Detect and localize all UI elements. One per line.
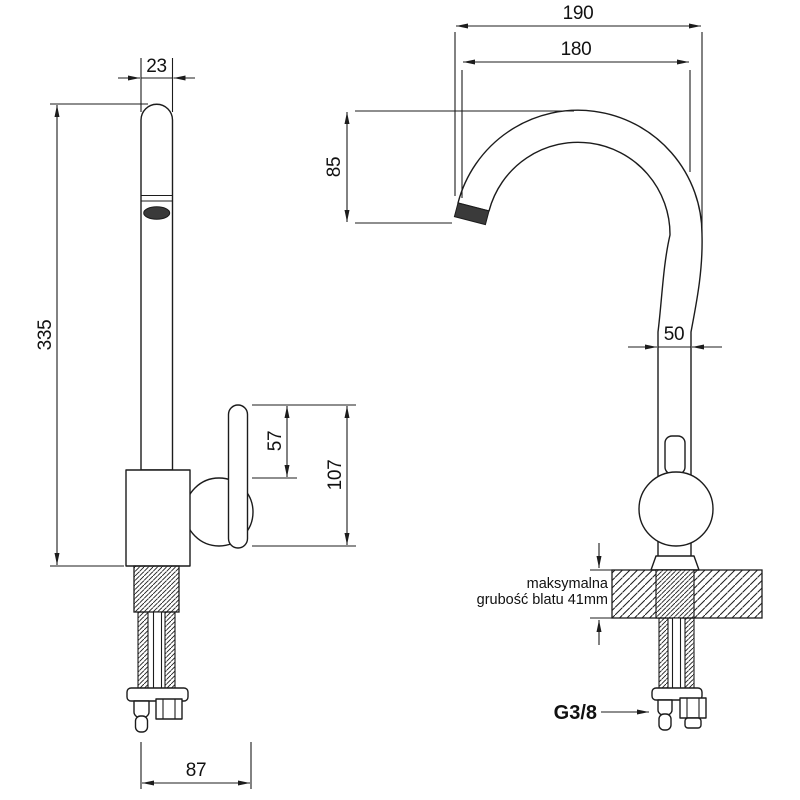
base-flare xyxy=(650,555,700,571)
slab-ticks xyxy=(590,569,614,619)
ext-lines-190 xyxy=(454,32,703,228)
nut-lower xyxy=(684,717,702,729)
right-view xyxy=(453,109,763,731)
ext-lines-87 xyxy=(140,742,252,789)
ext-lines-180 xyxy=(461,70,691,198)
threaded-stem xyxy=(133,565,180,613)
mounting-stud-left xyxy=(137,611,149,689)
stud-right xyxy=(684,617,695,689)
right-view-dimensions: 190 180 85 50 maksymalna grubość blatu 4… xyxy=(324,3,722,724)
supply-hose xyxy=(152,611,163,689)
faucet-body xyxy=(125,469,191,567)
countertop-note-line2: grubość blatu 41mm xyxy=(477,592,608,608)
aerator-tip-icon xyxy=(453,202,490,226)
spout-seam-lines xyxy=(141,194,173,202)
ext-lines-335 xyxy=(50,103,148,567)
fitting xyxy=(657,699,673,717)
washer xyxy=(651,687,703,701)
dim-reach-outer: 190 xyxy=(563,3,594,24)
dim-spout-width: 23 xyxy=(146,56,167,77)
ext-lines-57-107 xyxy=(252,404,356,547)
left-view-dimensions: 23 335 57 107 87 xyxy=(35,56,356,789)
mounting-stud-right xyxy=(164,611,176,689)
g38-connection-nut xyxy=(679,697,707,719)
spout-tube xyxy=(140,103,174,471)
threaded-shank xyxy=(655,569,695,619)
mounting-nut xyxy=(155,698,183,720)
dim-spout-height: 85 xyxy=(324,157,345,178)
hose-end xyxy=(134,715,149,733)
hose-end-right xyxy=(658,713,672,731)
aerator-icon xyxy=(143,206,171,220)
ext-lines-85 xyxy=(355,110,574,224)
ext-lines-23 xyxy=(140,58,174,112)
dim-base-width: 87 xyxy=(186,760,207,781)
dim-handle-height: 57 xyxy=(265,431,286,452)
nut-facets xyxy=(162,699,176,719)
stud-left xyxy=(658,617,669,689)
dim-body-width: 50 xyxy=(664,324,685,345)
valve-joint xyxy=(638,471,714,547)
handle-lever xyxy=(227,404,249,549)
handle-lever-front xyxy=(664,435,686,475)
thread-label: G3/8 xyxy=(554,702,597,724)
dim-total-height: 335 xyxy=(35,320,56,351)
left-view xyxy=(125,103,254,733)
countertop-note-line1: maksymalna xyxy=(527,576,609,592)
g38-nut-facets xyxy=(686,698,700,718)
dim-body-height: 107 xyxy=(325,460,346,491)
dim-reach-inner: 180 xyxy=(561,39,592,60)
hose xyxy=(671,617,682,689)
